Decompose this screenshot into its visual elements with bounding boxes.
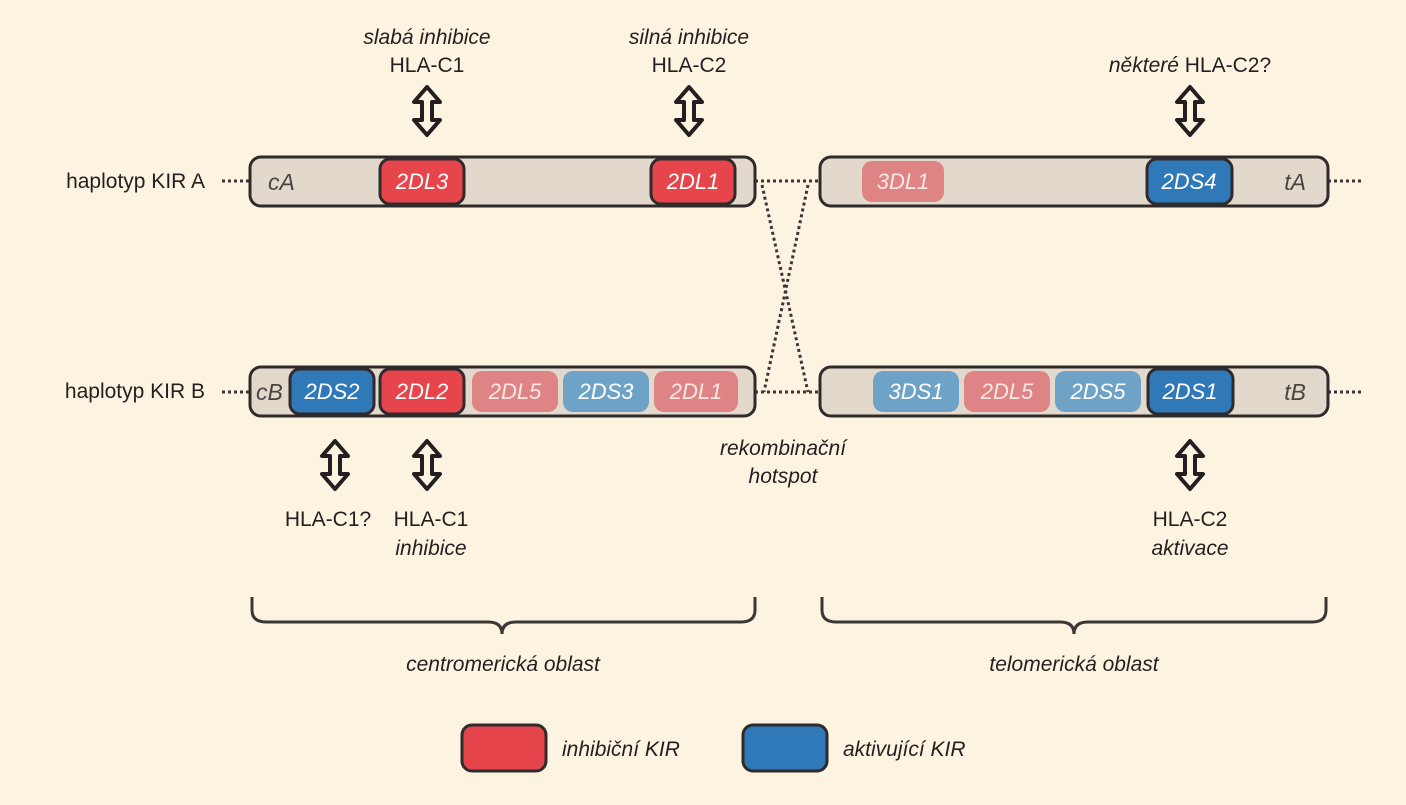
legend: inhibiční KIR aktivující KIR <box>460 723 966 773</box>
gene-label: 2DS2 <box>303 379 359 404</box>
gene-box <box>649 157 737 206</box>
segment-bar <box>248 155 757 208</box>
annotation-2ds1-line1: HLA-C2 <box>1153 508 1228 531</box>
double-arrow-icon <box>1175 439 1205 491</box>
gene-label: 2DL1 <box>666 169 720 194</box>
annotation-2dl1-line1: silná inhibice <box>629 26 749 49</box>
annotation-2ds4-italic: některé <box>1109 54 1179 77</box>
gene-3dl1: 3DL1 <box>862 161 944 202</box>
gene-2ds4: 2DS4 <box>1145 157 1234 206</box>
annotation-2ds2-line1: HLA-C1? <box>285 508 371 531</box>
gene-2dl5-t: 2DL5 <box>964 371 1050 412</box>
gene-box <box>1145 157 1234 206</box>
gene-label: 2DS5 <box>1069 379 1126 404</box>
annotation-2ds4-plain: HLA-C2? <box>1179 54 1271 77</box>
segment-end-label: cB <box>256 379 283 405</box>
gene-box <box>288 367 376 416</box>
gene-label: 2DL2 <box>395 379 449 404</box>
segment-telomeric-a: tA 3DL1 2DS4 <box>818 155 1330 208</box>
dotted-connectors <box>222 179 1362 394</box>
gene-2dl3: 2DL3 <box>378 157 466 206</box>
gene-2ds2: 2DS2 <box>288 367 376 416</box>
legend-activating-label: aktivující KIR <box>843 738 966 761</box>
gene-2dl2: 2DL2 <box>378 367 466 416</box>
annotation-2dl3-line1: slabá inhibice <box>363 26 490 49</box>
centromeric-brace <box>250 597 757 635</box>
recombination-cross-line-1 <box>760 184 810 393</box>
legend-inhibitory-label: inhibiční KIR <box>562 738 680 761</box>
segment-telomeric-b: tB 3DS1 2DL5 2DS5 2DS1 <box>818 365 1330 418</box>
double-arrow-icon <box>320 439 350 491</box>
haplotype-b-label: haplotyp KIR B <box>65 380 205 403</box>
gene-label: 2DL3 <box>395 169 449 194</box>
gene-label: 2DS3 <box>577 379 634 404</box>
centromeric-region-label: centromerická oblast <box>406 653 601 676</box>
gene-2ds5: 2DS5 <box>1055 371 1141 412</box>
gene-label: 2DS1 <box>1161 379 1217 404</box>
annotation-2ds4: některé HLA-C2? <box>1109 54 1271 77</box>
legend-inhibitory-swatch <box>460 723 548 773</box>
gene-box <box>873 371 959 412</box>
gene-2ds3: 2DS3 <box>563 371 649 412</box>
gene-box <box>563 371 649 412</box>
gene-box <box>862 161 944 202</box>
gene-box <box>964 371 1050 412</box>
annotation-2dl1-line2: HLA-C2 <box>652 54 727 77</box>
annotation-2dl3-line2: HLA-C1 <box>390 54 465 77</box>
double-arrow-icon <box>1175 85 1205 137</box>
gene-label: 2DL5 <box>488 379 542 404</box>
gene-box <box>1055 371 1141 412</box>
segment-centromeric-a: cA 2DL3 2DL1 <box>248 155 757 208</box>
recombination-cross-line-2 <box>762 184 810 393</box>
double-arrow-icon <box>412 85 442 137</box>
telomeric-region-label: telomerická oblast <box>989 653 1159 676</box>
gene-label: 2DS4 <box>1160 169 1216 194</box>
segment-end-label: cA <box>268 169 295 195</box>
annotation-2ds1-line2: aktivace <box>1151 537 1228 560</box>
annotation-2dl2-line1: HLA-C1 <box>394 508 469 531</box>
segment-end-label: tA <box>1284 169 1306 195</box>
gene-box <box>654 371 738 412</box>
gene-box <box>1146 367 1235 416</box>
segment-centromeric-b: cB 2DS2 2DL2 2DL5 2DS3 2DL1 <box>248 365 757 418</box>
legend-activating-swatch <box>741 723 829 773</box>
haplotype-a-label: haplotyp KIR A <box>66 170 205 193</box>
hotspot-label-line1: rekombinační <box>720 437 848 460</box>
gene-2dl1-b: 2DL1 <box>654 371 738 412</box>
double-arrow-icon <box>412 439 442 491</box>
segment-end-label: tB <box>1284 379 1306 405</box>
gene-box <box>378 157 466 206</box>
gene-label: 3DS1 <box>888 379 943 404</box>
gene-2dl5: 2DL5 <box>472 371 558 412</box>
gene-2dl1: 2DL1 <box>649 157 737 206</box>
gene-box <box>472 371 558 412</box>
gene-label: 2DL1 <box>669 379 723 404</box>
gene-3ds1: 3DS1 <box>873 371 959 412</box>
hotspot-label-line2: hotspot <box>749 465 819 488</box>
gene-2ds1: 2DS1 <box>1146 367 1235 416</box>
gene-box <box>378 367 466 416</box>
double-arrow-icon <box>674 85 704 137</box>
telomeric-brace <box>820 597 1328 635</box>
annotation-2dl2-line2: inhibice <box>395 537 466 560</box>
gene-label: 2DL5 <box>980 379 1034 404</box>
gene-label: 3DL1 <box>877 169 930 194</box>
